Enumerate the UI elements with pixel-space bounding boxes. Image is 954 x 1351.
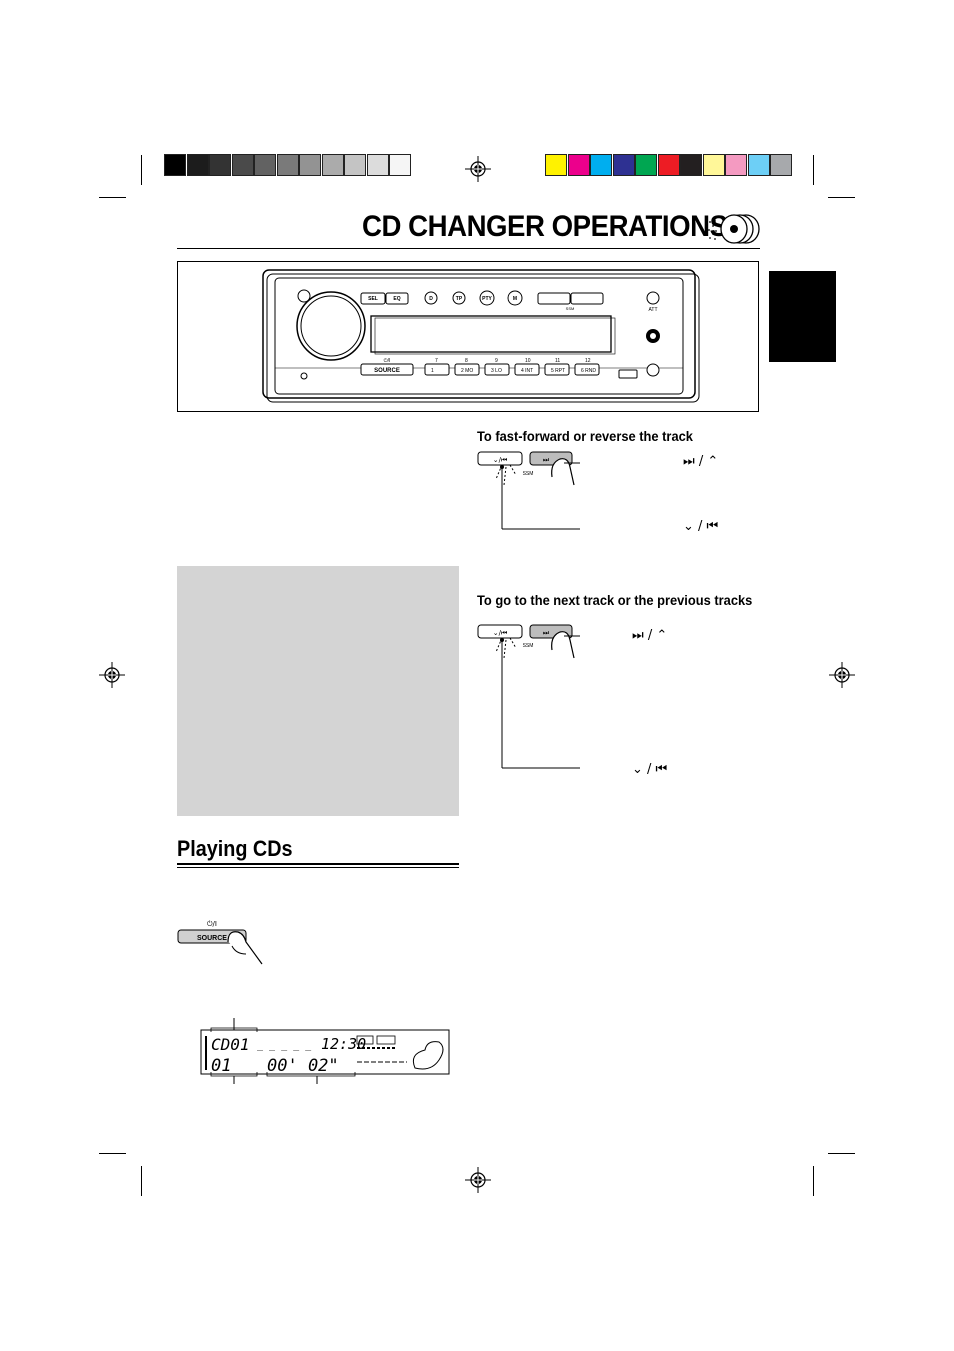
svg-text:SSM: SSM: [523, 471, 534, 477]
color-swatch: [657, 154, 680, 176]
color-swatch: [702, 154, 725, 176]
preset-top-label: 10: [525, 358, 531, 364]
next-up-callout: ⏭ / ⌃: [632, 628, 668, 643]
preset-label: 6 RND: [581, 368, 596, 374]
svg-text:⏻/I: ⏻/I: [207, 920, 217, 928]
crop-mark: [828, 197, 855, 198]
svg-text:⌄/⏮: ⌄/⏮: [493, 456, 508, 464]
svg-text:00' 02": 00' 02": [267, 1056, 339, 1076]
preset-label: 5 RPT: [551, 368, 565, 374]
gray-swatch: [299, 154, 321, 176]
registration-mark-right: [829, 662, 855, 688]
unit-button-label: M: [513, 296, 517, 302]
svg-text:CD01: CD01: [211, 1035, 250, 1054]
color-swatch: [635, 154, 657, 176]
color-swatch: [567, 154, 590, 176]
gray-swatch: [366, 154, 389, 176]
color-swatch: [747, 154, 770, 176]
cd-stack-icon: [708, 214, 760, 244]
lcd-display: CD01 _ _ _ _ _ 12:30 01 00' 02": [200, 1018, 450, 1084]
crop-mark: [99, 1153, 126, 1154]
next-track-heading: To go to the next track or the previous …: [477, 592, 753, 608]
crop-mark: [828, 1153, 855, 1154]
preset-button: [424, 363, 450, 376]
gray-swatch: [164, 154, 186, 176]
unit-button-label: SEL: [368, 296, 378, 302]
title-rule: [177, 248, 760, 249]
page-title: CD CHANGER OPERATIONS: [362, 210, 728, 243]
svg-text:⏭: ⏭: [543, 456, 550, 464]
preset-top-label: 7: [435, 358, 438, 364]
color-swatch: [545, 154, 567, 176]
registration-mark-bottom: [465, 1167, 491, 1193]
gray-swatch: [321, 154, 344, 176]
fast-forward-heading: To fast-forward or reverse the track: [477, 428, 693, 444]
gray-swatch: [254, 154, 276, 176]
gray-swatch: [344, 154, 366, 176]
svg-text:_ _ _ _ _: _ _ _ _ _: [257, 1040, 312, 1051]
crop-mark: [99, 197, 126, 198]
preset-button: [484, 363, 510, 376]
language-tab: [769, 271, 836, 362]
preset-label: 3 LO: [491, 368, 502, 374]
crop-mark: [141, 155, 142, 185]
preset-button: [514, 363, 540, 376]
svg-text:SOURCE: SOURCE: [197, 935, 227, 942]
color-swatch: [612, 154, 635, 176]
crop-mark: [813, 155, 814, 185]
svg-text:⏻/I: ⏻/I: [384, 358, 391, 364]
svg-text:01: 01: [211, 1056, 231, 1076]
next-track-button-illustration: ⌄/⏮ ⏭ SSM: [477, 624, 580, 769]
svg-text:SOURCE: SOURCE: [374, 368, 400, 374]
preset-top-label: 9: [495, 358, 498, 364]
registration-mark-top: [465, 156, 491, 182]
gray-swatch: [186, 154, 209, 176]
source-button-illustration: ⏻/I SOURCE: [177, 920, 263, 965]
crop-mark: [813, 1166, 814, 1196]
preset-button: [574, 363, 600, 376]
preset-button: [544, 363, 570, 376]
ff-down-callout: ⌄ / ⏮: [683, 519, 719, 534]
color-swatch: [725, 154, 747, 176]
crop-mark: [141, 1166, 142, 1196]
color-swatch: [680, 154, 702, 176]
unit-button-label: TP: [456, 296, 463, 302]
preset-button: [454, 363, 480, 376]
svg-text:⌄/⏮: ⌄/⏮: [493, 629, 508, 637]
ff-up-callout: ⏭ / ⌃: [683, 454, 719, 469]
gray-swatch: [231, 154, 254, 176]
preset-top-label: 8: [465, 358, 468, 364]
svg-text:ATT: ATT: [648, 307, 657, 313]
preset-top-label: 12: [585, 358, 591, 364]
svg-text:⏭: ⏭: [543, 629, 550, 637]
preset-label: 4 INT: [521, 368, 533, 374]
note-box: [177, 566, 459, 816]
svg-text:SSM: SSM: [566, 306, 575, 311]
gray-swatch: [209, 154, 231, 176]
playing-cds-heading: Playing CDs: [177, 836, 293, 861]
ff-button-illustration: ⌄/⏮ ⏭ SSM: [477, 451, 580, 530]
gray-swatch: [389, 154, 411, 176]
unit-illustration-frame: [177, 261, 759, 412]
section-rule: [177, 867, 459, 868]
unit-button-label: EQ: [393, 296, 400, 302]
color-swatch: [590, 154, 612, 176]
preset-label: 1: [431, 368, 434, 374]
next-down-callout: ⌄ / ⏮: [632, 762, 668, 777]
registration-mark-left: [99, 662, 125, 688]
preset-top-label: 11: [555, 358, 560, 364]
unit-button-label: D: [429, 296, 433, 302]
preset-label: 2 MO: [461, 368, 473, 374]
section-rule: [177, 863, 459, 865]
svg-text:12:30: 12:30: [321, 1035, 366, 1053]
color-swatch: [770, 154, 792, 176]
car-stereo-unit: SEL EQ D TP PTY M SSM ATT SOURCE ⏻/I 1 7 2 MO 8…: [262, 269, 700, 403]
unit-button-label: PTY: [482, 296, 492, 302]
gray-swatch: [276, 154, 299, 176]
svg-text:SSM: SSM: [523, 643, 534, 649]
